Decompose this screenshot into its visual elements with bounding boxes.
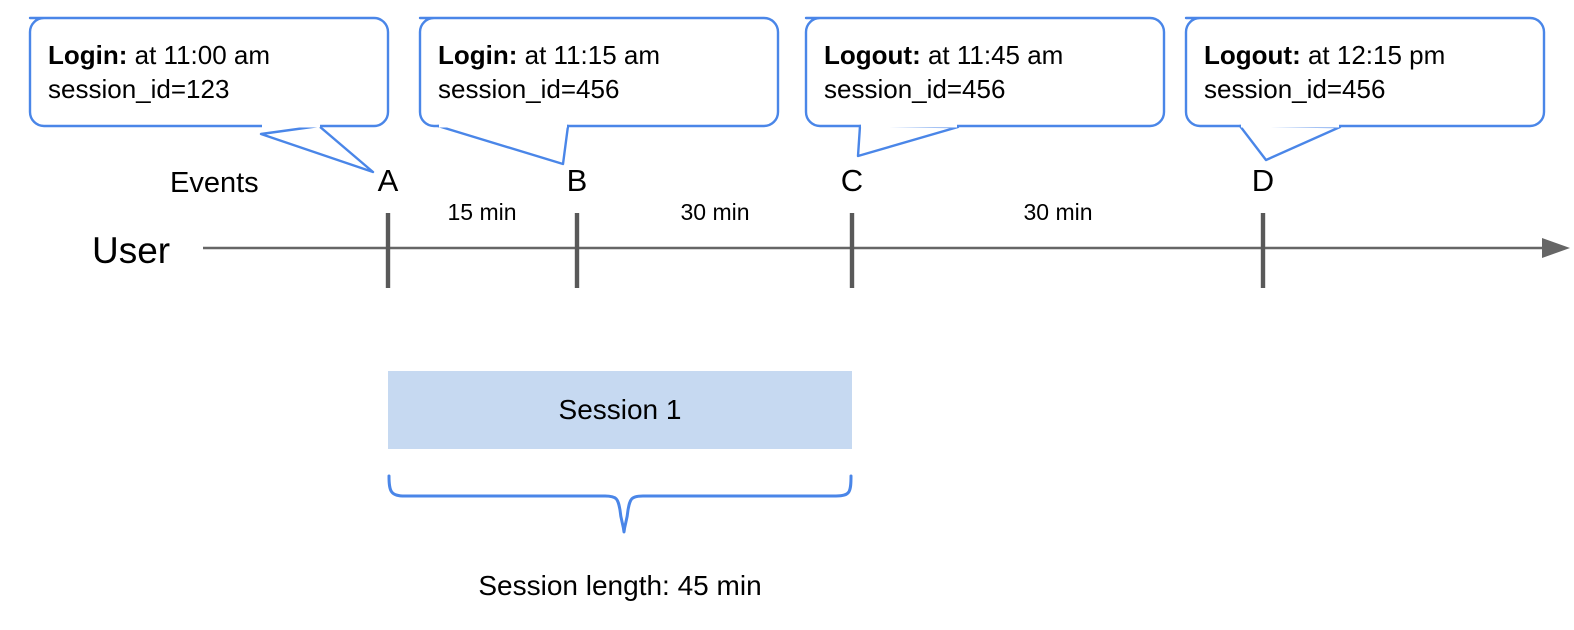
callout-2-text: Login: at 11:15 am session_id=456 [438, 38, 660, 106]
callout-4-session-id: session_id=456 [1204, 74, 1386, 104]
callout-tail-2 [436, 124, 570, 166]
session-brace [387, 474, 853, 534]
interval-label-bc: 30 min [680, 199, 750, 225]
event-marker-label-a: A [377, 163, 399, 198]
user-lane-label: User [92, 230, 171, 271]
callout-2-event-type: Login: [438, 40, 518, 70]
timeline-arrowhead-icon [1542, 238, 1570, 258]
callout-1-session-id: session_id=123 [48, 74, 230, 104]
interval-label-ab: 15 min [447, 199, 517, 225]
callout-1-time: at 11:00 am [127, 40, 271, 70]
event-marker-label-b: B [566, 163, 588, 198]
callout-tail-4 [1238, 124, 1342, 162]
interval-label-cd: 30 min [1023, 199, 1093, 225]
callout-3-event-type: Logout: [824, 40, 921, 70]
callout-4-text: Logout: at 12:15 pm session_id=456 [1204, 38, 1445, 106]
event-marker-label-c: C [840, 163, 864, 198]
session-bar-label: Session 1 [558, 394, 682, 425]
callout-1-event-type: Login: [48, 40, 128, 70]
callout-4-event-type: Logout: [1204, 40, 1301, 70]
session-length-caption: Session length: 45 min [478, 570, 762, 601]
callout-3-text: Logout: at 11:45 am session_id=456 [824, 38, 1063, 106]
callout-2-session-id: session_id=456 [438, 74, 620, 104]
callout-2-time: at 11:15 am [517, 40, 661, 70]
callout-3-time: at 11:45 am [920, 40, 1064, 70]
session-bar: Session 1 [388, 371, 852, 449]
callout-tail-3 [856, 124, 960, 158]
callout-4-time: at 12:15 pm [1300, 40, 1446, 70]
callout-tail-1 [259, 124, 375, 174]
events-row-label: Events [170, 167, 259, 199]
callout-3-session-id: session_id=456 [824, 74, 1006, 104]
event-marker-label-d: D [1251, 163, 1275, 198]
callout-1-text: Login: at 11:00 am session_id=123 [48, 38, 270, 106]
